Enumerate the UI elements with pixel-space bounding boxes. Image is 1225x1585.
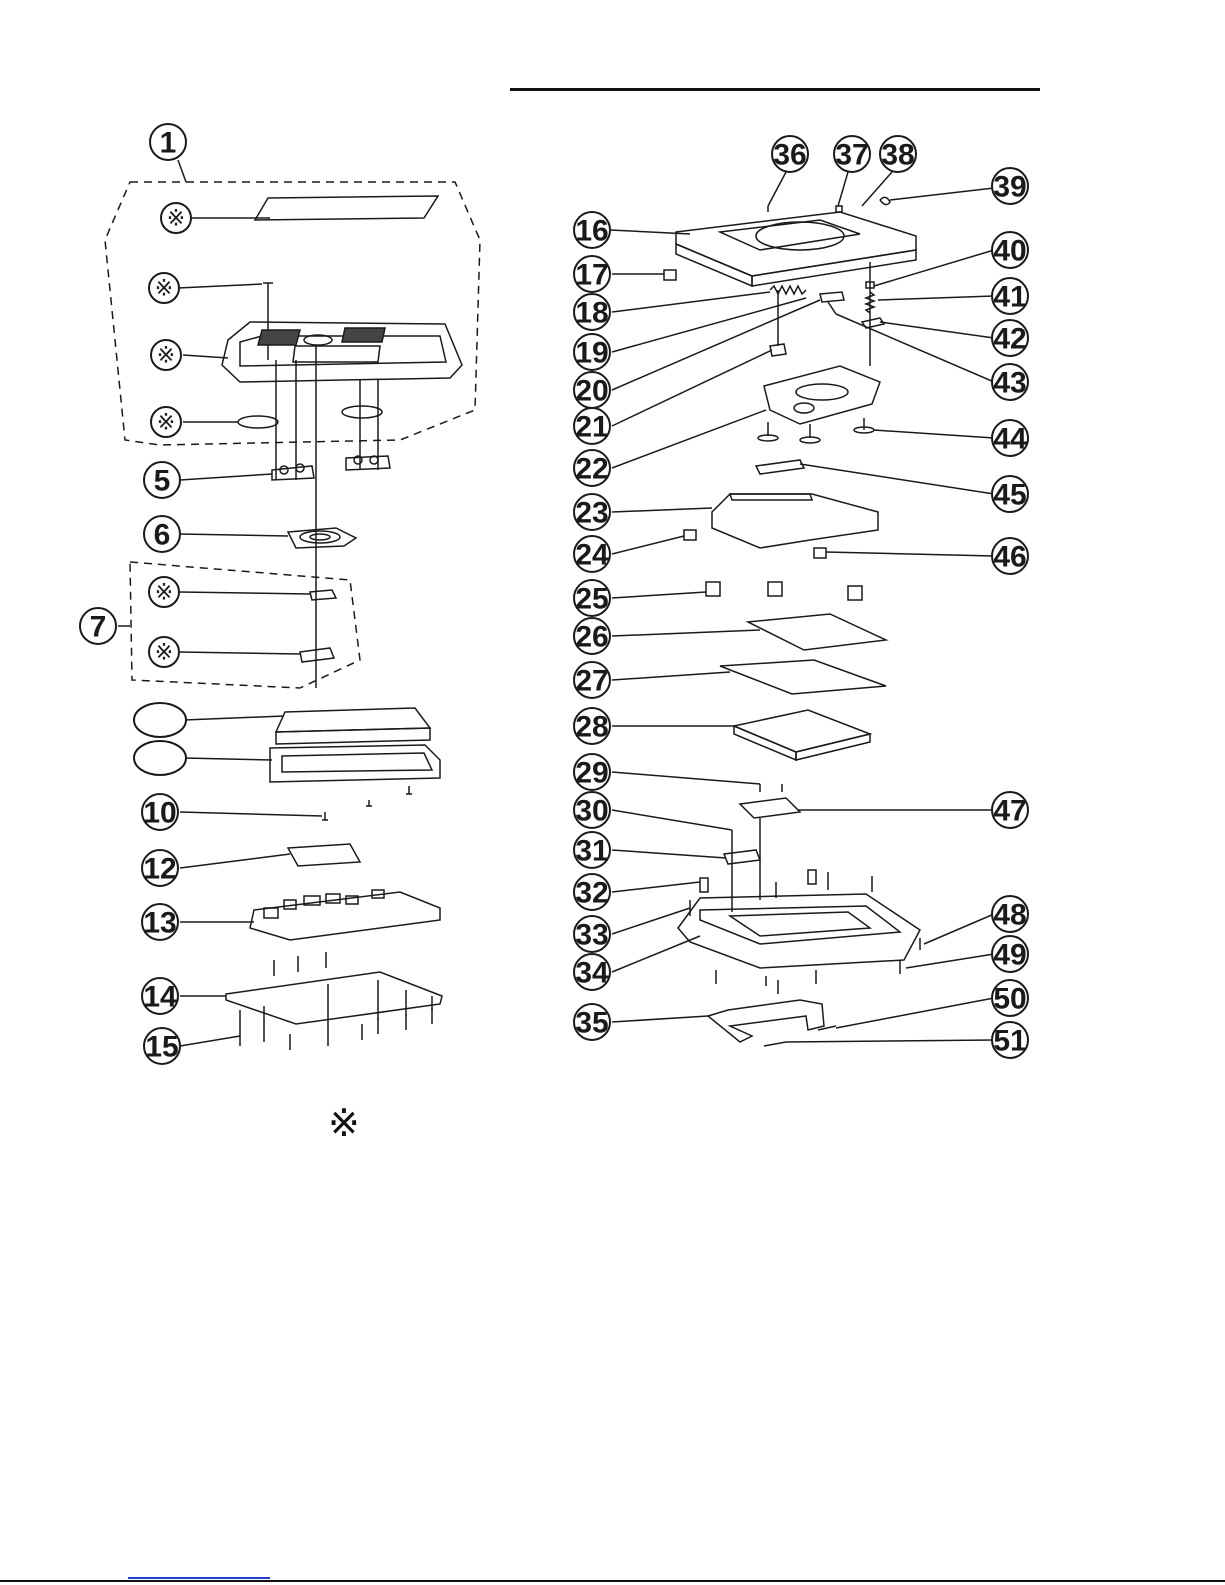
callout-labels-left: 1 ※ ※ ※ ※ 5 6 7 ※ ※ 10 12 13 14 15 bbox=[90, 127, 186, 1064]
callout-mark-6-label: ※ bbox=[155, 641, 173, 666]
callout-39-label: 39 bbox=[993, 171, 1026, 204]
callout-7-label: 7 bbox=[90, 611, 107, 644]
callout-45-label: 45 bbox=[993, 479, 1026, 512]
part-12-board bbox=[288, 844, 360, 866]
part-39-spring bbox=[880, 197, 890, 204]
callout-33-label: 33 bbox=[575, 919, 608, 952]
callout-26-label: 26 bbox=[575, 621, 608, 654]
callout-5-label: 5 bbox=[154, 465, 171, 498]
callout-36-label: 36 bbox=[773, 139, 806, 172]
part-ring-left bbox=[238, 416, 278, 428]
callout-27-label: 27 bbox=[575, 665, 608, 698]
part-top-sheet bbox=[255, 196, 438, 220]
callout-mark-4-label: ※ bbox=[157, 411, 175, 436]
callout-13-label: 13 bbox=[143, 907, 176, 940]
part-24-clip bbox=[684, 530, 696, 540]
part-51-pin bbox=[764, 1042, 786, 1046]
legend-mark: ※ bbox=[328, 1104, 360, 1142]
part-29-screws bbox=[760, 784, 782, 792]
callout-mark-3-label: ※ bbox=[157, 344, 175, 369]
part-43-leader bbox=[828, 302, 836, 314]
callout-34-label: 34 bbox=[575, 957, 609, 990]
part-17-clip bbox=[664, 270, 676, 280]
callout-20-label: 20 bbox=[575, 375, 608, 408]
callout-18-label: 18 bbox=[575, 297, 608, 330]
part-18-spring bbox=[770, 286, 806, 294]
part-14-bottom-plate bbox=[226, 972, 442, 1024]
callout-25-label: 25 bbox=[575, 583, 608, 616]
part-13-main-pcb bbox=[250, 890, 440, 940]
callout-mark-2-label: ※ bbox=[155, 277, 173, 302]
part-46-clip bbox=[814, 548, 826, 558]
part-26-sheet bbox=[748, 614, 886, 650]
part-27-sheet bbox=[720, 660, 886, 694]
part-25-pads bbox=[706, 582, 862, 600]
footer-rule bbox=[0, 1580, 1225, 1582]
callout-51-label: 51 bbox=[993, 1025, 1026, 1058]
part-22-mechanism bbox=[764, 366, 880, 424]
callout-14-label: 14 bbox=[143, 981, 177, 1014]
callout-21-label: 21 bbox=[575, 411, 608, 444]
callout-6-label: 6 bbox=[154, 519, 171, 552]
callout-47-label: 47 bbox=[993, 795, 1026, 828]
callout-42-label: 42 bbox=[993, 323, 1026, 356]
callout-22-label: 22 bbox=[575, 453, 608, 486]
part-34-base bbox=[678, 894, 920, 968]
part-44-feet bbox=[758, 418, 874, 443]
callout-29-label: 29 bbox=[575, 757, 608, 790]
callout-31-label: 31 bbox=[575, 835, 608, 868]
part-45-tape bbox=[756, 460, 804, 474]
leader-lines-right bbox=[610, 172, 994, 1042]
callout-16-label: 16 bbox=[575, 215, 608, 248]
callout-17-label: 17 bbox=[575, 259, 608, 292]
callout-40-label: 40 bbox=[993, 235, 1026, 268]
callout-1-label: 1 bbox=[160, 127, 177, 160]
part-5-buttons bbox=[272, 456, 390, 480]
callout-49-label: 49 bbox=[993, 939, 1026, 972]
part-top-cover bbox=[222, 322, 462, 382]
part-47-board bbox=[740, 798, 800, 818]
part-10-screws bbox=[322, 786, 412, 820]
callout-35-label: 35 bbox=[575, 1007, 608, 1040]
part-6-speaker bbox=[288, 528, 356, 548]
callout-38-label: 38 bbox=[881, 139, 914, 172]
part-lcd-frame bbox=[270, 745, 440, 782]
part-lcd-glass bbox=[276, 708, 430, 744]
part-base-screws bbox=[716, 970, 816, 994]
callout-44-label: 44 bbox=[993, 423, 1027, 456]
callout-32-label: 32 bbox=[575, 877, 608, 910]
part-28-block bbox=[734, 710, 870, 760]
callout-43-label: 43 bbox=[993, 367, 1026, 400]
callout-41-label: 41 bbox=[993, 281, 1026, 314]
callout-15-label: 15 bbox=[145, 1031, 178, 1064]
part-15-screws bbox=[240, 952, 432, 1050]
part-20-slider bbox=[820, 292, 844, 302]
part-37-clip bbox=[836, 206, 842, 212]
callout-50-label: 50 bbox=[993, 983, 1026, 1016]
callout-blank-1 bbox=[134, 703, 186, 737]
callout-23-label: 23 bbox=[575, 497, 608, 530]
part-35-handle bbox=[708, 1000, 824, 1042]
callout-28-label: 28 bbox=[575, 711, 608, 744]
part-31-plate bbox=[724, 850, 760, 864]
callout-37-label: 37 bbox=[835, 139, 868, 172]
part-16-loader-frame bbox=[676, 212, 916, 286]
part-23-bracket bbox=[712, 494, 878, 548]
callout-blank-2 bbox=[134, 741, 186, 775]
part-ring-right bbox=[342, 406, 382, 418]
part-7-switches bbox=[300, 590, 336, 662]
callout-19-label: 19 bbox=[575, 337, 608, 370]
callout-mark-1-label: ※ bbox=[167, 207, 185, 232]
callout-12-label: 12 bbox=[143, 853, 176, 886]
callout-30-label: 30 bbox=[575, 795, 608, 828]
footer-link-underline bbox=[128, 1577, 270, 1579]
callout-mark-5-label: ※ bbox=[155, 581, 173, 606]
callout-10-label: 10 bbox=[143, 797, 176, 830]
callout-48-label: 48 bbox=[993, 899, 1026, 932]
callout-46-label: 46 bbox=[993, 541, 1026, 574]
callout-24-label: 24 bbox=[575, 539, 609, 572]
